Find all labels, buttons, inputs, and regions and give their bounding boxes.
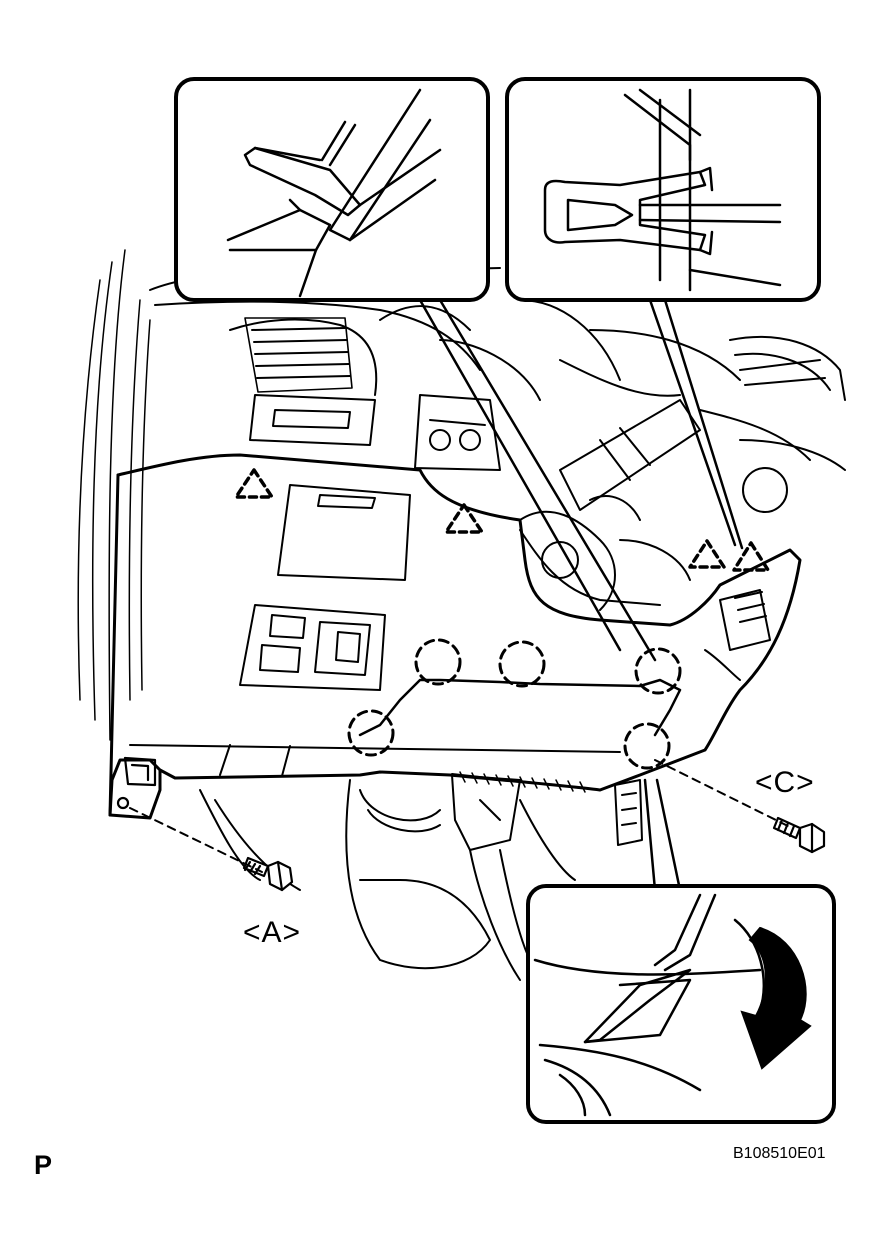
claw-triangle-2 — [444, 503, 484, 534]
clip-circle-2 — [498, 640, 546, 688]
door-frame-lines — [77, 249, 151, 741]
clip-detail-callout — [505, 77, 821, 302]
clip-circle-3 — [634, 647, 682, 695]
bolt-a-icon — [129, 807, 294, 892]
clip-circle-1 — [414, 638, 462, 686]
callout-leaders — [418, 298, 744, 892]
claw-triangle-3 — [688, 539, 726, 569]
clip-circle-4 — [347, 709, 395, 757]
bolt-c-icon — [654, 759, 826, 854]
panel-details — [129, 484, 661, 777]
bolt-a-label: <A> — [243, 916, 302, 949]
bolt-c-label: <C> — [755, 766, 815, 799]
claw-triangle-4 — [732, 541, 770, 572]
page-letter: P — [34, 1150, 53, 1180]
left-bracket — [116, 756, 157, 810]
steering-column — [519, 335, 846, 681]
pull-direction-callout — [526, 884, 836, 1124]
claw-triangle-1 — [234, 468, 274, 499]
lower-instrument-panel — [108, 453, 802, 820]
clip-circle-5 — [623, 722, 671, 770]
figure-id: B108510E01 — [733, 1145, 826, 1162]
claw-locations — [234, 468, 770, 572]
claw-detail-callout — [174, 77, 490, 302]
clip-locations — [347, 638, 682, 770]
pull-down-arrow-icon — [740, 926, 812, 1070]
